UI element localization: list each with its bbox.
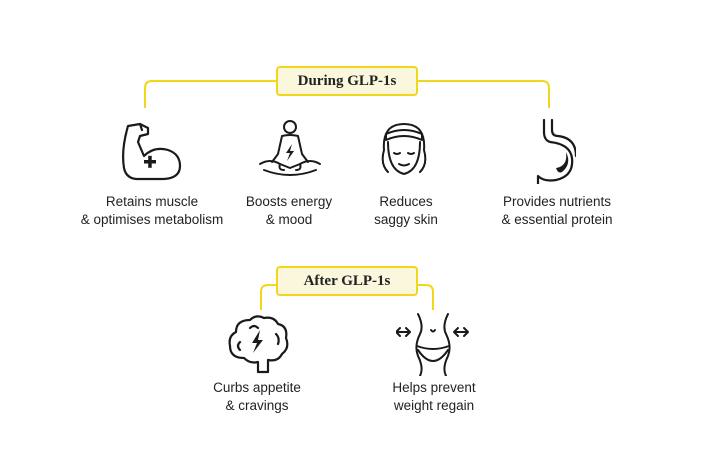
after-item-weight: Helps prevent weight regain xyxy=(392,380,476,413)
stomach-icon xyxy=(536,118,576,184)
face-headband-icon xyxy=(381,123,427,175)
during-title-box: During GLP-1s xyxy=(276,66,418,96)
meditation-icon xyxy=(259,120,321,176)
after-item-appetite: Curbs appetite & cravings xyxy=(213,380,301,413)
during-item-nutrients: Provides nutrients & essential protein xyxy=(501,194,613,227)
during-item-muscle: Retains muscle & optimises metabolism xyxy=(80,194,224,227)
during-item-skin: Reduces saggy skin xyxy=(374,194,438,227)
flexed-muscle-icon xyxy=(122,122,182,181)
during-title: During GLP-1s xyxy=(297,72,397,89)
waist-icon xyxy=(396,313,469,376)
after-connector xyxy=(260,284,434,310)
during-connector xyxy=(144,80,550,108)
after-title: After GLP-1s xyxy=(303,272,391,289)
during-item-energy: Boosts energy & mood xyxy=(245,194,333,227)
brain-icon xyxy=(228,315,289,374)
after-title-box: After GLP-1s xyxy=(276,266,418,296)
